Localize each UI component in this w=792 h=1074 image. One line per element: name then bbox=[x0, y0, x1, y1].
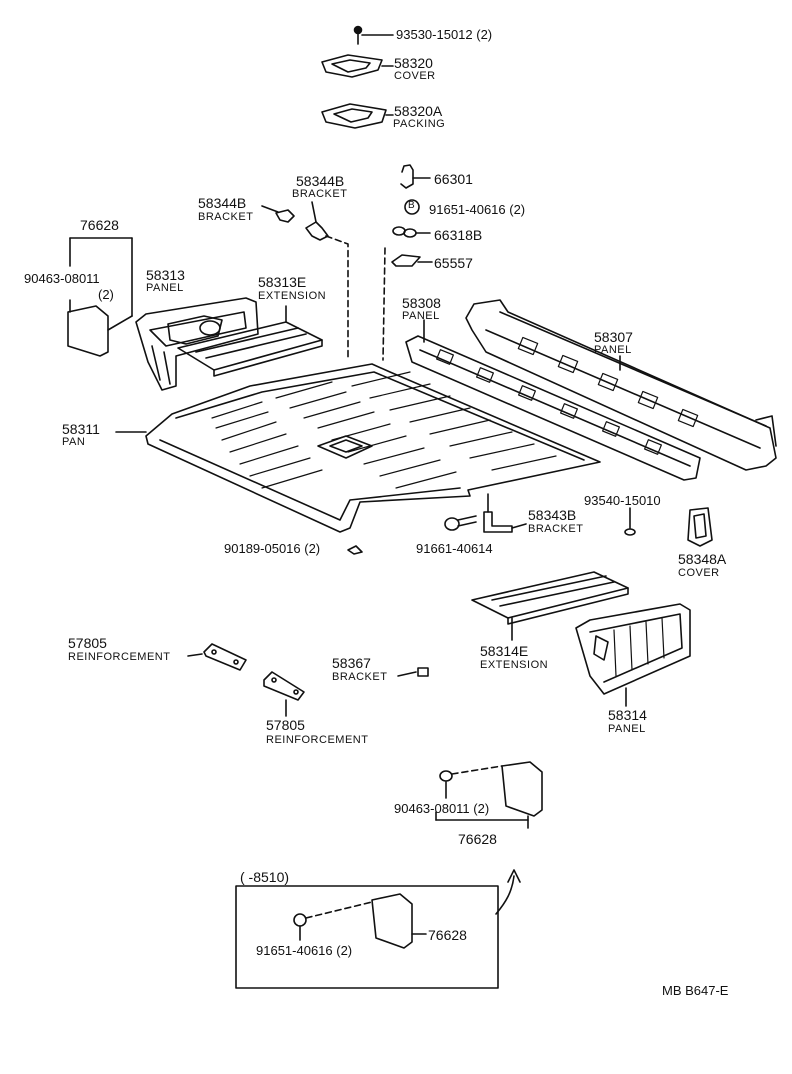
label-93540: 93540-15010 bbox=[584, 493, 661, 508]
extension-58314E-shape bbox=[471, 571, 629, 641]
pan-58311-shape bbox=[145, 363, 601, 533]
label-93530: 93530-15012 (2) bbox=[396, 27, 493, 42]
label-90189: 90189-05016 (2) bbox=[224, 541, 321, 556]
label-58314: 58314 bbox=[608, 707, 647, 723]
inset-box-shape bbox=[235, 869, 521, 989]
label-58314E: 58314E bbox=[480, 643, 529, 659]
label-58308-name: PANEL bbox=[402, 310, 440, 322]
screw-93530-shape bbox=[353, 25, 394, 45]
clip-66318B-shape bbox=[392, 226, 431, 238]
screw-93540-shape bbox=[624, 507, 636, 536]
label-58344B-left-name: BRACKET bbox=[198, 211, 254, 223]
label-58311: 58311 bbox=[62, 421, 100, 437]
label-90463-top: 90463-08011 bbox=[24, 271, 100, 286]
label-58348A: 58348A bbox=[678, 551, 727, 567]
label-57805-b-name: REINFORCEMENT bbox=[266, 734, 369, 746]
label-58313: 58313 bbox=[146, 267, 185, 283]
label-58320-name: COVER bbox=[394, 70, 436, 82]
label-66301: 66301 bbox=[434, 171, 473, 187]
cover-58320-shape bbox=[321, 54, 394, 78]
label-58367: 58367 bbox=[332, 655, 371, 671]
label-91661: 91661-40614 bbox=[416, 541, 493, 556]
label-57805-a-name: REINFORCEMENT bbox=[68, 651, 171, 663]
marker-b-circle bbox=[404, 199, 420, 215]
inset-cover-label: 76628 bbox=[428, 927, 467, 943]
label-58348A-name: COVER bbox=[678, 567, 720, 579]
bolt-91661-shape bbox=[444, 515, 477, 531]
label-58311-name: PAN bbox=[62, 436, 86, 448]
label-66318B: 66318B bbox=[434, 227, 483, 243]
plate-65557-shape bbox=[382, 247, 433, 361]
label-58307: 58307 bbox=[594, 329, 633, 345]
label-90463-top-qty: (2) bbox=[98, 287, 114, 302]
label-58344B-right: 58344B bbox=[296, 173, 345, 189]
label-57805-b: 57805 bbox=[266, 717, 305, 733]
panel-58313-shape bbox=[115, 297, 259, 433]
label-58314-name: PANEL bbox=[608, 723, 646, 735]
inset-bolt-label: 91651-40616 (2) bbox=[256, 943, 353, 958]
bracket-58344B-left-shape bbox=[261, 205, 295, 223]
marker-b-letter: B bbox=[408, 200, 415, 211]
label-58313E-name: EXTENSION bbox=[258, 290, 327, 302]
label-58313E: 58313E bbox=[258, 274, 307, 290]
label-57805-a: 57805 bbox=[68, 635, 107, 651]
label-58320A-name: PACKING bbox=[393, 118, 446, 130]
extension-58313E-shape bbox=[177, 305, 323, 377]
cover-76628-bottom-shape bbox=[435, 761, 543, 829]
label-58343B-name: BRACKET bbox=[528, 523, 584, 535]
label-58344B-right-name: BRACKET bbox=[292, 188, 348, 200]
packing-58320A-shape bbox=[321, 103, 394, 129]
label-58320A: 58320A bbox=[394, 103, 443, 119]
clip-90189-shape bbox=[347, 545, 363, 555]
label-58313-name: PANEL bbox=[146, 282, 184, 294]
panel-58314-shape bbox=[575, 603, 691, 707]
label-76628-top: 76628 bbox=[80, 217, 119, 233]
label-58320: 58320 bbox=[394, 55, 433, 71]
label-58344B-left: 58344B bbox=[198, 195, 247, 211]
label-58307-name: PANEL bbox=[594, 344, 632, 356]
label-65557: 65557 bbox=[434, 255, 473, 271]
panel-58307-shape bbox=[465, 299, 777, 471]
panel-58308-shape bbox=[405, 319, 701, 481]
cover-76628-top-shape bbox=[67, 237, 133, 357]
label-58308: 58308 bbox=[402, 295, 441, 311]
reinforcement-57805-b-shape bbox=[263, 671, 305, 717]
label-58367-name: BRACKET bbox=[332, 671, 388, 683]
reinforcement-57805-a-shape bbox=[187, 643, 247, 671]
cover-58348A-shape bbox=[687, 507, 713, 547]
bracket-58343B-shape bbox=[483, 493, 527, 533]
label-90463-bottom: 90463-08011 (2) bbox=[394, 801, 490, 816]
bracket-58367-shape bbox=[397, 667, 429, 677]
label-76628-bottom: 76628 bbox=[458, 831, 497, 847]
footer-code: MB B647-E bbox=[662, 983, 729, 998]
label-91651-top: 91651-40616 (2) bbox=[429, 202, 526, 217]
label-58314E-name: EXTENSION bbox=[480, 659, 549, 671]
label-58343B: 58343B bbox=[528, 507, 577, 523]
inset-range-label: ( -8510) bbox=[240, 869, 290, 885]
bracket-58344B-right-shape bbox=[305, 201, 349, 361]
hook-66301-shape bbox=[400, 164, 431, 189]
